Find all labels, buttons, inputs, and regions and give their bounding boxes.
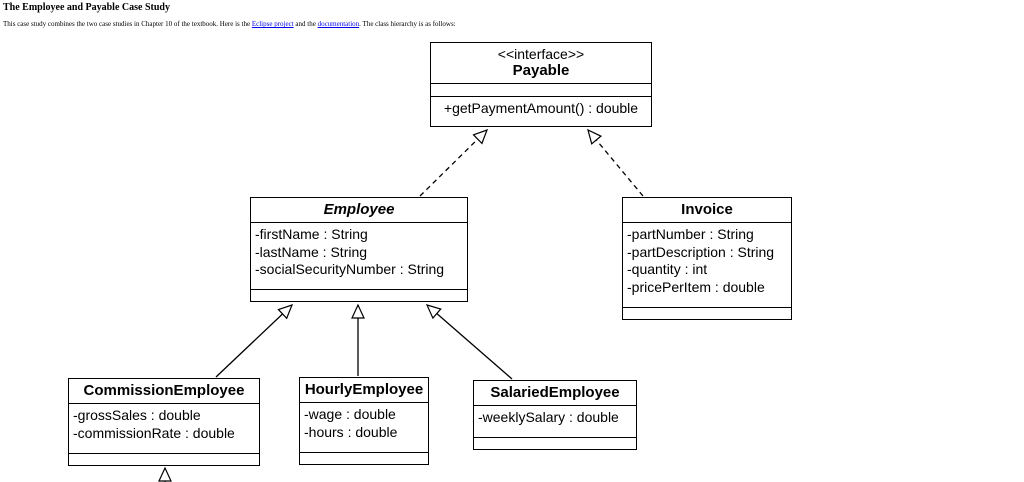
class-box-hourly-employee: HourlyEmployee -wage : double -hours : d…: [299, 377, 429, 465]
class-box-salaried-employee: SalariedEmployee -weeklySalary : double: [473, 380, 637, 450]
realization-invoice-payable: [587, 128, 644, 197]
class-methods: +getPaymentAmount() : double: [431, 96, 651, 126]
class-methods: [474, 437, 636, 449]
class-header: Employee: [251, 198, 467, 222]
class-header: HourlyEmployee: [300, 378, 428, 402]
class-header: SalariedEmployee: [474, 381, 636, 405]
class-attributes: -weeklySalary : double: [474, 405, 636, 437]
attribute-line: -weeklySalary : double: [478, 409, 619, 425]
intro-text-before: This case study combines the two case st…: [3, 20, 252, 28]
attribute-line: -lastName : String: [255, 243, 368, 260]
class-box-commission-employee: CommissionEmployee -grossSales : double …: [68, 378, 260, 466]
class-box-invoice: Invoice -partNumber : String -partDescri…: [622, 197, 792, 320]
class-methods: [69, 453, 259, 465]
class-name: CommissionEmployee: [83, 382, 245, 399]
attribute-line: -wage : double: [304, 406, 396, 422]
intro-text-middle: and the: [293, 20, 318, 28]
attribute-line: -firstName : String: [255, 226, 368, 242]
class-header: CommissionEmployee: [69, 379, 259, 403]
class-name: SalariedEmployee: [490, 384, 620, 401]
generalization-commissionemployee-employee: [215, 304, 294, 378]
intro-text-after: . The class hierarchy is as follows:: [359, 20, 456, 28]
class-name: HourlyEmployee: [304, 381, 424, 398]
attribute-line: -hours : double: [304, 423, 398, 440]
class-attributes: -wage : double -hours : double: [300, 402, 428, 452]
class-name: Employee: [323, 201, 395, 218]
class-name: Payable: [512, 62, 570, 79]
class-methods: [623, 307, 791, 319]
class-stereotype: <<interface>>: [497, 46, 585, 62]
class-header: Invoice: [623, 198, 791, 222]
class-attributes: -partNumber : String -partDescription : …: [623, 222, 791, 307]
class-methods: [251, 289, 467, 301]
attribute-line: -partDescription : String: [627, 243, 775, 260]
page-title: The Employee and Payable Case Study: [3, 2, 170, 13]
documentation-link[interactable]: documentation: [317, 20, 360, 28]
class-box-payable: <<interface>> Payable +getPaymentAmount(…: [430, 42, 652, 127]
attribute-line: -quantity : int: [627, 261, 708, 277]
intro-paragraph: This case study combines the two case st…: [3, 20, 456, 28]
realization-employee-payable: [419, 128, 489, 197]
class-methods: [300, 452, 428, 464]
class-attributes: -grossSales : double -commissionRate : d…: [69, 403, 259, 453]
attribute-line: -partNumber : String: [627, 226, 754, 242]
attribute-line: -commissionRate : double: [73, 424, 235, 441]
class-box-employee: Employee -firstName : String -lastName :…: [250, 197, 468, 302]
eclipse-project-link[interactable]: Eclipse project: [251, 20, 294, 28]
method-line: +getPaymentAmount() : double: [443, 100, 639, 116]
attribute-line: -socialSecurityNumber : String: [255, 261, 445, 277]
generalization-salariedemployee-employee: [425, 304, 513, 380]
attribute-line: -pricePerItem : double: [627, 278, 765, 295]
class-header: <<interface>> Payable: [431, 43, 651, 83]
attribute-line: -grossSales : double: [73, 407, 201, 423]
class-attributes: -firstName : String -lastName : String -…: [251, 222, 467, 289]
class-name: Invoice: [681, 201, 733, 218]
class-attributes: [431, 83, 651, 96]
